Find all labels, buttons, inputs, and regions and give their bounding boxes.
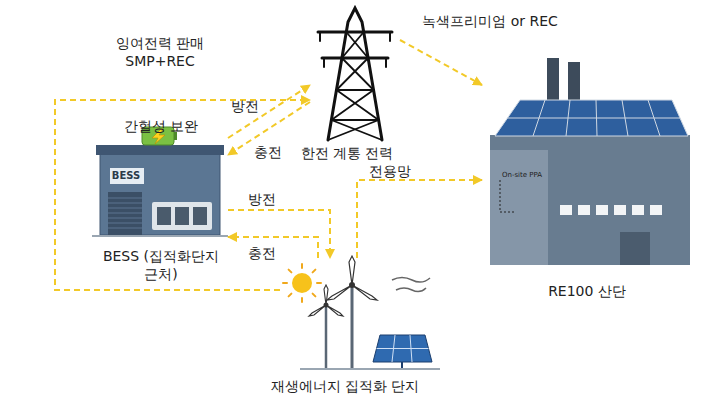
window bbox=[578, 205, 590, 215]
node-caption: BESS (집적화단지 근처) bbox=[100, 248, 222, 283]
solar-grid bbox=[508, 100, 681, 136]
bess-building bbox=[92, 127, 228, 236]
turbine-hub bbox=[324, 303, 329, 308]
solar-panel bbox=[373, 335, 432, 362]
ground-line bbox=[300, 368, 440, 370]
edge-label: 방전 bbox=[248, 190, 276, 208]
grid-tower-node: 한전 계통 전력 bbox=[310, 5, 400, 165]
bess-node: 간헐성 보완 BESS BESS (집적화단지 근처) bbox=[95, 115, 228, 290]
turbine-tower bbox=[325, 307, 328, 368]
edge-label: 충전 bbox=[248, 244, 276, 262]
factory-node: On-site PPA RE100 산단 bbox=[482, 55, 692, 300]
edge-label: 충전 bbox=[254, 143, 282, 161]
transmission-tower bbox=[318, 8, 392, 140]
sun bbox=[292, 273, 312, 293]
tower-crossarm bbox=[322, 57, 388, 60]
node-caption: 한전 계통 전력 bbox=[301, 145, 394, 163]
node-caption: RE100 산단 bbox=[548, 283, 626, 301]
factory-body bbox=[490, 135, 690, 265]
connector-group bbox=[55, 40, 482, 290]
building-sign bbox=[110, 168, 144, 184]
ppa-leader bbox=[500, 180, 514, 212]
shutter-door bbox=[108, 192, 142, 235]
dashed-arrow bbox=[55, 100, 310, 290]
solar-grid bbox=[377, 335, 429, 362]
node-heading: 간헐성 보완 bbox=[124, 118, 198, 136]
tower-crossarm bbox=[318, 31, 392, 34]
tower-brace bbox=[331, 120, 382, 140]
renewable-complex bbox=[283, 256, 440, 370]
insulator bbox=[323, 58, 325, 67]
turbine-hub bbox=[349, 282, 355, 288]
tower-brace bbox=[342, 58, 374, 90]
shutter-lines bbox=[108, 198, 142, 228]
tower-brace bbox=[346, 32, 368, 58]
factory-building bbox=[490, 58, 690, 265]
edge-label: 잉여전력 판매 SMP+REC bbox=[108, 34, 212, 70]
dashed-arrow bbox=[400, 40, 482, 85]
edge-label: 전용망 bbox=[369, 162, 411, 180]
dashed-arrow bbox=[228, 210, 330, 258]
tower-brace bbox=[337, 58, 369, 90]
tower-brace bbox=[331, 90, 373, 120]
tower-brace bbox=[337, 89, 374, 91]
wind-lines bbox=[392, 278, 430, 292]
ground-line bbox=[92, 235, 228, 237]
wall-label: On-site PPA bbox=[502, 171, 542, 180]
edge-label: 방전 bbox=[231, 97, 259, 115]
battery-cell bbox=[157, 207, 171, 225]
building-body bbox=[100, 150, 220, 235]
tower-brace bbox=[328, 120, 379, 140]
battery-cell bbox=[193, 207, 207, 225]
battery-cell bbox=[175, 207, 189, 225]
tower-brace bbox=[337, 90, 379, 120]
turbine-blades bbox=[309, 285, 343, 316]
insulator bbox=[385, 58, 387, 67]
sun-rays bbox=[283, 264, 321, 302]
window bbox=[560, 205, 572, 215]
window bbox=[632, 205, 644, 215]
battery-rack bbox=[152, 202, 212, 230]
renewable-node: 재생에너지 집적화 단지 bbox=[280, 258, 435, 398]
dashed-arrow bbox=[357, 180, 482, 258]
tower-brace bbox=[342, 32, 364, 58]
turbine-blades bbox=[327, 256, 377, 300]
node-caption: 재생에너지 집적화 단지 bbox=[271, 378, 420, 396]
edge-label: 녹색프리미엄 or REC bbox=[422, 12, 558, 30]
tower-brace bbox=[331, 119, 378, 121]
tower-legs bbox=[328, 8, 382, 140]
window bbox=[650, 205, 662, 215]
dashed-arrow bbox=[228, 85, 310, 138]
window bbox=[614, 205, 626, 215]
turbine-tower bbox=[351, 287, 354, 368]
solar-roof bbox=[495, 100, 688, 136]
building-roof bbox=[96, 145, 224, 155]
insulator bbox=[389, 32, 391, 41]
factory-wall bbox=[490, 150, 548, 265]
window bbox=[596, 205, 608, 215]
sign-text: BESS bbox=[112, 170, 140, 183]
insulator bbox=[319, 32, 321, 41]
factory-door bbox=[620, 232, 650, 265]
